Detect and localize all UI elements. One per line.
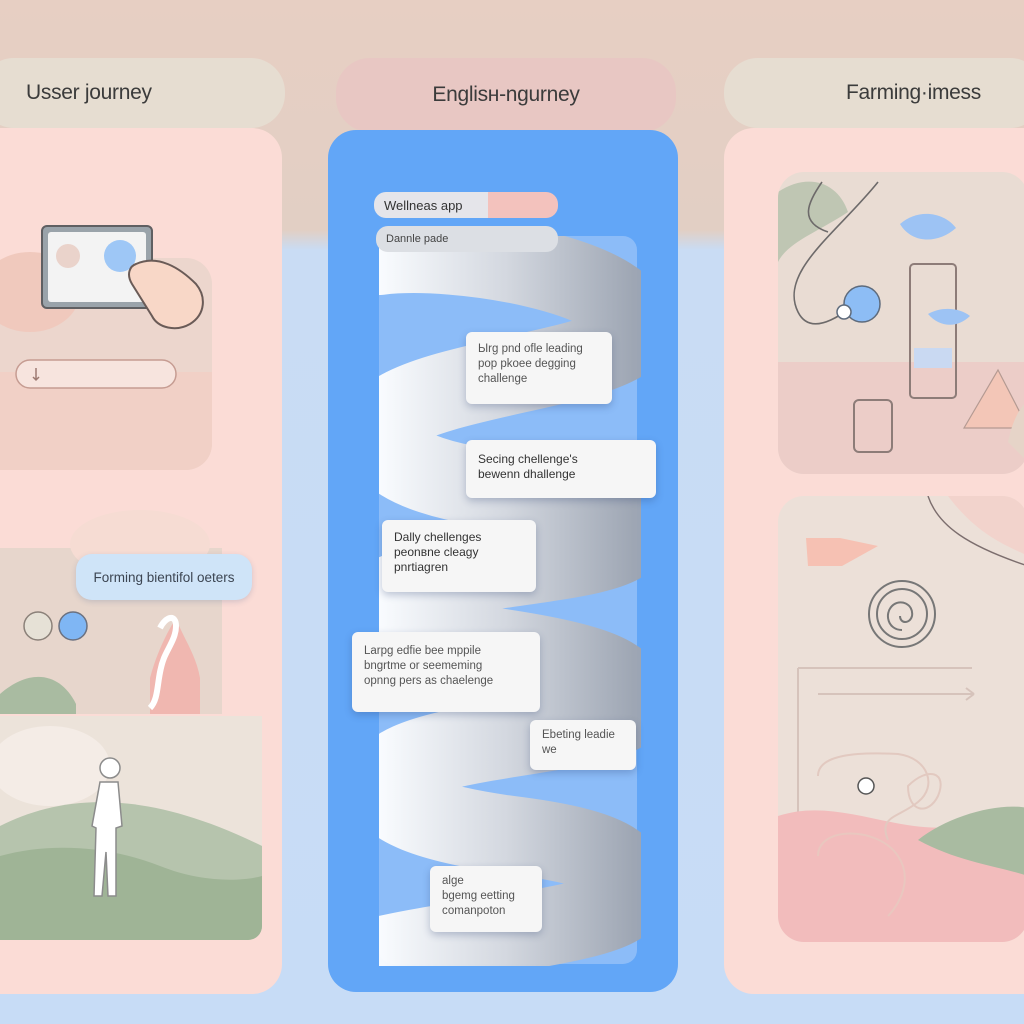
toggle-dots <box>22 610 92 642</box>
tag-wellness-app-label: Wellnеаs app <box>384 197 463 213</box>
step-card-4: Lаrpg edfie bee mppile bngrtme or seemem… <box>352 632 540 712</box>
step-card-3: Dally chellenges реоnвnе cleagy pnrtiagr… <box>382 520 536 592</box>
left-forming-chip-label: Forming bientifol oeters <box>93 569 235 585</box>
header-left-pill: Usser journey <box>0 58 285 128</box>
step-card-5: Ebeting leadie we <box>530 720 636 770</box>
step-card-6: alge bgemg eetting соmanpoton <box>430 866 542 932</box>
tag-wellness-app: Wellnеаs app <box>374 192 558 218</box>
header-center-pill: Englisн-ngurney <box>336 58 676 132</box>
tag-secondary: Dаnnle pаde <box>376 226 558 252</box>
header-right-pill: Farming·imess <box>724 58 1024 128</box>
header-left-title: Usser journey <box>26 81 152 104</box>
step-card-2: Secing chellenge's bewenn dhallenge <box>466 440 656 498</box>
left-person-scene <box>0 716 262 940</box>
tablet-icon <box>40 224 210 336</box>
header-right-title: Farming·imess <box>846 81 981 104</box>
right-scene-bottom <box>778 496 1024 942</box>
left-forming-chip: Forming bientifol oeters <box>76 554 252 600</box>
tag-secondary-label: Dаnnle pаde <box>386 233 449 245</box>
header-center-title: Englisн-ngurney <box>432 83 580 106</box>
person-figure-icon <box>84 756 130 902</box>
step-card-1: Ыrg pnd ofle leading рор pkoee degging с… <box>466 332 612 404</box>
right-scene-top <box>778 172 1024 474</box>
